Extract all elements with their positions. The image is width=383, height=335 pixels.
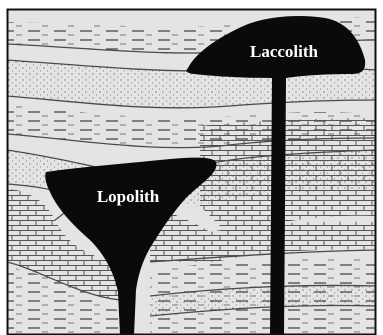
rock-strata: Laccolith Lopolith	[7, 9, 376, 335]
laccolith-label: Laccolith	[250, 42, 319, 61]
lopolith-label: Lopolith	[97, 187, 160, 206]
